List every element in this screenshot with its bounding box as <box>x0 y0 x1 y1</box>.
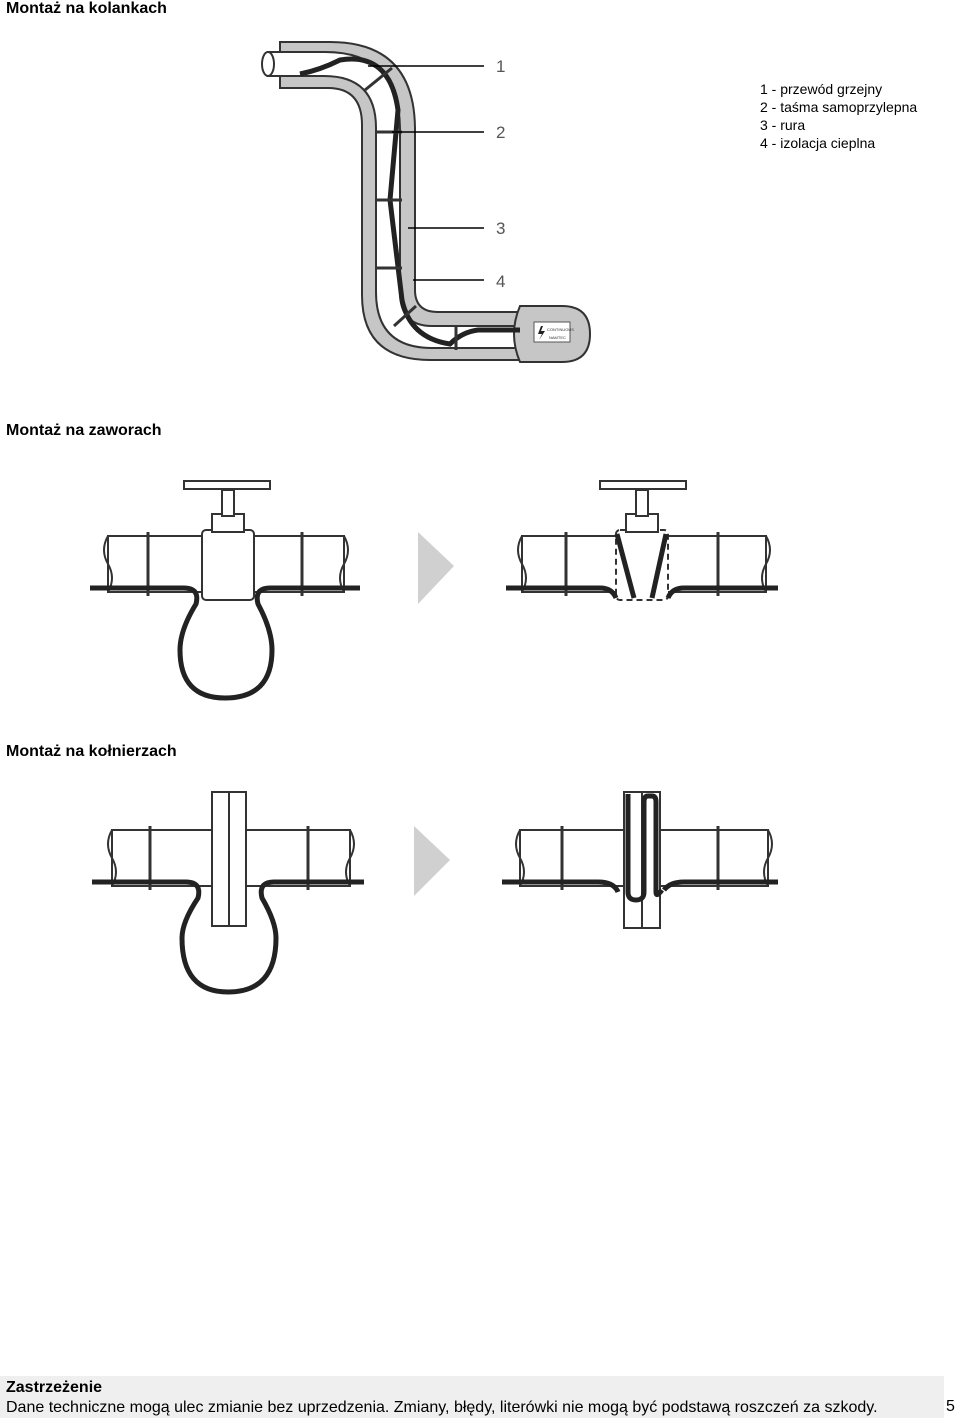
footer-disclaimer: Dane techniczne mogą ulec zmianie bez up… <box>6 1399 878 1416</box>
product-tag-text: CONTINUOUS <box>547 327 574 332</box>
valve-stem <box>221 489 235 517</box>
legend-item: 3 - rura <box>760 117 806 133</box>
heating-cable <box>614 533 669 599</box>
pipe-end-right <box>345 829 355 887</box>
product-tag-brand: NAMTEC <box>549 335 566 340</box>
valve-body <box>201 529 255 601</box>
pipe-end-left <box>103 535 113 593</box>
valve-stem <box>635 489 649 517</box>
pipe-end-right <box>339 535 349 593</box>
arrow-icon <box>414 826 450 896</box>
valve-after <box>506 480 778 601</box>
flanges-section-title: Montaż na kołnierzach <box>6 743 177 760</box>
valves-section-title: Montaż na zaworach <box>6 422 162 439</box>
footer-title: Zastrzeżenie <box>6 1379 103 1396</box>
legend-item: 1 - przewód grzejny <box>760 81 883 97</box>
pipe-end-left <box>107 829 117 887</box>
lightning-icon <box>538 326 545 340</box>
adhesive-tape <box>364 66 393 92</box>
heating-cable <box>506 585 619 600</box>
flange-after <box>502 791 778 929</box>
product-tag <box>533 321 571 343</box>
valve-handwheel <box>599 480 687 490</box>
pipe-end-right <box>763 829 773 887</box>
page-number: 5 <box>946 1398 955 1415</box>
adhesive-tape <box>392 304 418 328</box>
flange-installation-diagram <box>92 791 778 995</box>
callout-label: 2 <box>496 123 505 142</box>
legend: 1 - przewód grzejny 2 - taśma samoprzyle… <box>760 80 917 152</box>
heating-cable <box>665 585 778 600</box>
flange-before <box>92 791 364 995</box>
footer-background <box>0 1376 944 1418</box>
pipe-end-left <box>517 535 527 593</box>
valve-before <box>90 480 360 701</box>
heating-cable <box>90 585 360 701</box>
valve-installation-diagram <box>90 480 778 701</box>
heating-cable <box>625 793 664 903</box>
callout-label: 1 <box>496 57 505 76</box>
heating-cable <box>662 879 778 892</box>
heating-cable <box>92 879 364 995</box>
legend-item: 4 - izolacja cieplna <box>760 135 876 151</box>
callout-label: 3 <box>496 219 505 238</box>
elbow-installation-diagram: CONTINUOUS NAMTEC 1 2 3 4 <box>261 41 592 363</box>
heating-cable <box>502 879 621 894</box>
pipe-end-right <box>761 535 771 593</box>
callout-label: 4 <box>496 272 505 291</box>
pipe-end-left <box>261 51 275 77</box>
elbows-section-title: Montaż na kolankach <box>6 0 167 17</box>
valve-handwheel <box>183 480 271 490</box>
legend-item: 2 - taśma samoprzylepna <box>760 99 918 115</box>
arrow-icon <box>418 532 454 604</box>
pipe-end-left <box>515 829 525 887</box>
